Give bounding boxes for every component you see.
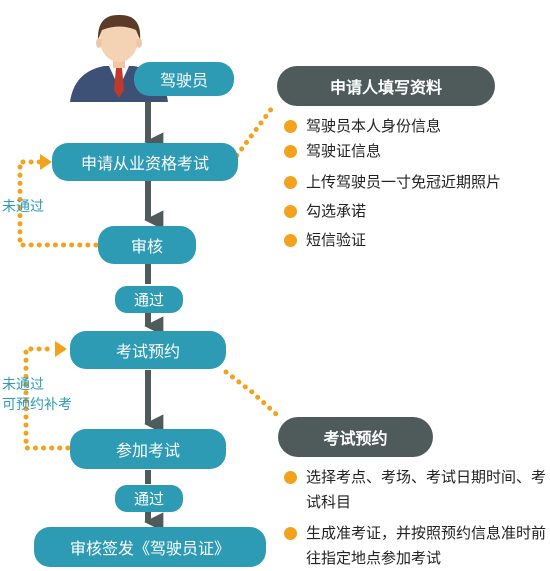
dotted-link-apply-panel xyxy=(229,105,275,165)
bullet-icon xyxy=(284,205,297,218)
dotted-arrowhead-apply xyxy=(40,154,52,170)
driver-node: 驾驶员 xyxy=(134,62,234,96)
bullet-icon xyxy=(284,120,297,133)
list-item: 勾选承诺 xyxy=(284,199,546,224)
apply-exam-node: 申请从业资格考试 xyxy=(52,143,238,181)
bullet-icon xyxy=(284,145,297,158)
bullet-icon xyxy=(284,234,297,247)
fail-label-exam-line2: 可预约补考 xyxy=(2,397,72,413)
dotted-arrowhead-booking xyxy=(55,341,67,357)
list-item: 短信验证 xyxy=(284,228,546,253)
take-exam-node: 参加考试 xyxy=(70,429,226,469)
apply-panel-title: 申请人填写资料 xyxy=(277,66,495,106)
fail-label-exam-line1: 未通过 xyxy=(2,377,44,393)
list-item: 生成准考证，并按照预约信息准时前往指定地点参加考试 xyxy=(284,521,548,571)
list-item: 驾驶证信息 xyxy=(284,139,546,164)
list-item: 选择考点、考场、考试日期时间、考试科目 xyxy=(284,465,548,515)
dotted-link-fail-exam xyxy=(23,346,79,451)
dotted-link-fail-review xyxy=(17,159,99,248)
pass-label-1: 通过 xyxy=(115,286,183,313)
list-item: 驾驶员本人身份信息 xyxy=(284,114,546,139)
dotted-link-booking-panel xyxy=(223,369,279,417)
fail-label-review: 未通过 xyxy=(2,199,44,215)
booking-panel-list: 选择考点、考场、考试日期时间、考试科目 生成准考证，并按照预约信息准时前往指定地… xyxy=(284,465,548,571)
bullet-icon xyxy=(284,471,297,484)
bullet-icon xyxy=(284,176,297,189)
apply-panel-list: 驾驶员本人身份信息 驾驶证信息 上传驾驶员一寸免冠近期照片 勾选承诺 短信验证 xyxy=(284,114,546,253)
exam-booking-node: 考试预约 xyxy=(70,331,226,369)
bullet-icon xyxy=(284,527,297,540)
booking-panel-title: 考试预约 xyxy=(278,417,433,457)
issue-certificate-node: 审核签发《驾驶员证》 xyxy=(34,527,266,567)
pass-label-2: 通过 xyxy=(115,485,183,512)
list-item: 上传驾驶员一寸免冠近期照片 xyxy=(284,170,546,195)
review-node: 审核 xyxy=(98,226,196,264)
